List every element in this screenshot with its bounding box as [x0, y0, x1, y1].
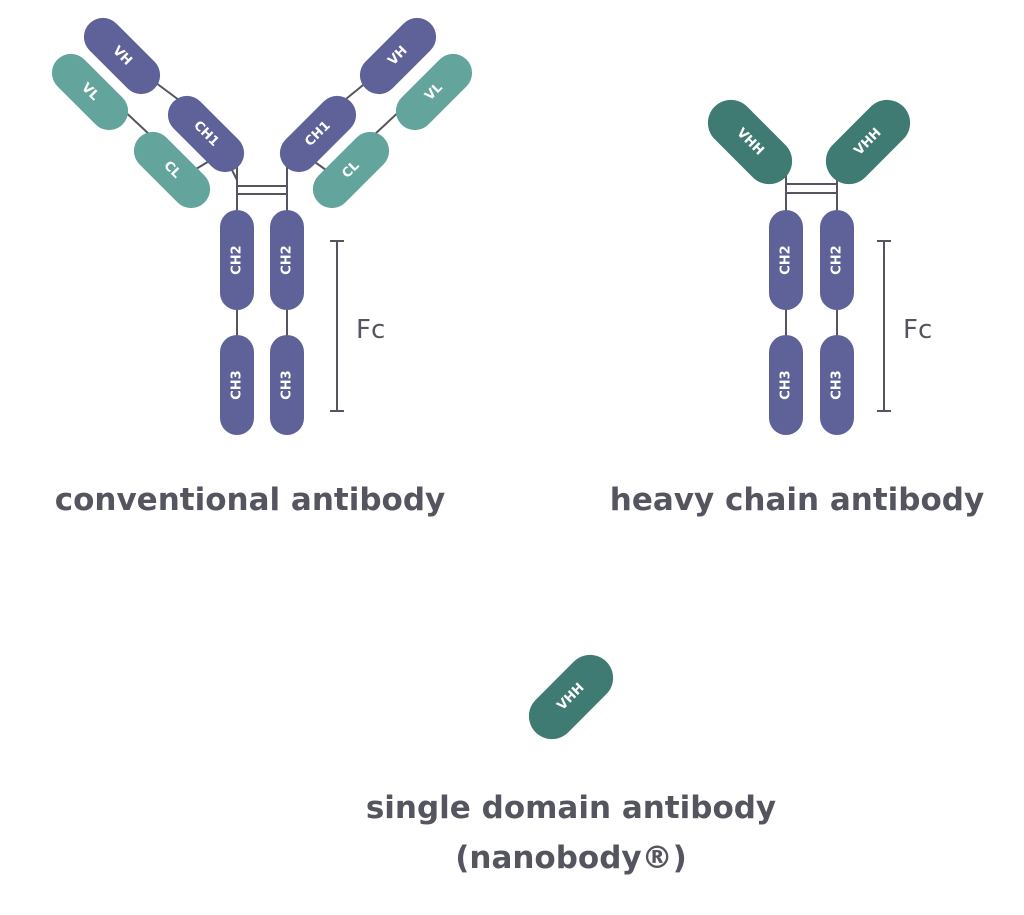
domain-vh-left: VH [83, 17, 161, 95]
domain-label: CH2 [230, 245, 245, 274]
domain-vhh-left: VHH [707, 99, 793, 185]
domain-ch3-right: CH3 [820, 335, 854, 435]
caption-heavy-chain: heavy chain antibody [610, 482, 984, 518]
domain-label: CH2 [280, 245, 295, 274]
domain-label: CH3 [280, 370, 295, 399]
fc-bracket [330, 240, 344, 412]
domain-vl-right: VL [395, 53, 473, 131]
domain-ch1-right: CH1 [279, 95, 357, 173]
domain-vh-right: VH [359, 17, 437, 95]
domain-vhh-right: VHH [825, 99, 911, 185]
domain-label: CH3 [779, 370, 794, 399]
single-domain-antibody: VHH single domain antibody (nanobody®) [366, 654, 776, 876]
fc-label: Fc [356, 315, 385, 345]
domain-vl-left: VL [51, 53, 129, 131]
fc-bracket [877, 240, 891, 412]
domain-ch2-left: CH2 [769, 210, 803, 310]
domain-vhh: VHH [528, 654, 614, 740]
domain-label: CH3 [230, 370, 245, 399]
caption-nanobody: (nanobody®) [455, 840, 687, 876]
caption-conventional: conventional antibody [55, 482, 446, 518]
fc-label: Fc [903, 315, 932, 345]
domain-cl-left: CL [133, 131, 211, 209]
domain-ch2-right: CH2 [270, 210, 304, 310]
domain-ch2-right: CH2 [820, 210, 854, 310]
domain-label: CH2 [830, 245, 845, 274]
domain-ch3-left: CH3 [769, 335, 803, 435]
domain-label: CH3 [830, 370, 845, 399]
caption-single-domain: single domain antibody [366, 790, 776, 826]
conventional-antibody: VL VH CH1 CL VH VL CH1 CL [51, 17, 473, 518]
domain-label: CH2 [779, 245, 794, 274]
domain-ch3-right: CH3 [270, 335, 304, 435]
heavy-chain-antibody: VHH VHH CH2 CH3 CH2 CH3 Fc heavy chain [610, 99, 984, 518]
domain-ch3-left: CH3 [220, 335, 254, 435]
domain-cl-right: CL [312, 131, 390, 209]
domain-ch1-left: CH1 [167, 95, 245, 173]
domain-ch2-left: CH2 [220, 210, 254, 310]
